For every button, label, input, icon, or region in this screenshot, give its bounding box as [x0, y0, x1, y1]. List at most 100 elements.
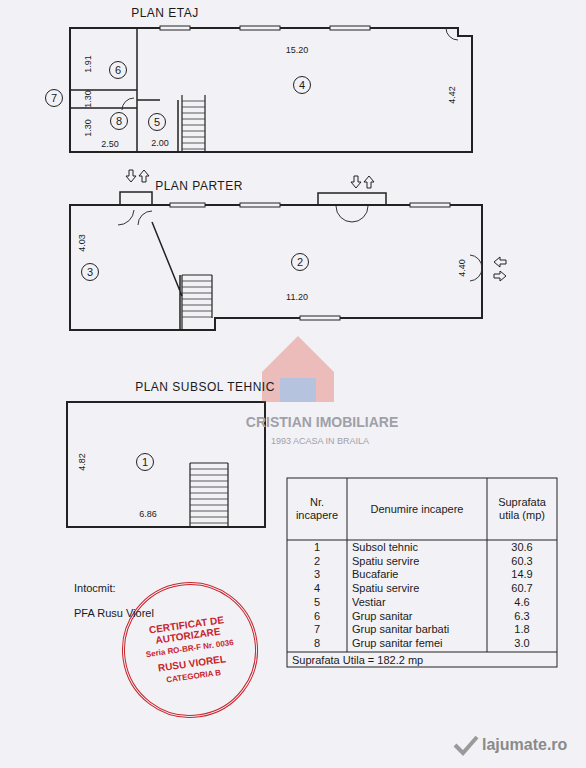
- room-number: 5: [148, 113, 166, 131]
- tread: [182, 149, 205, 150]
- table-grid: [287, 478, 557, 652]
- window: [300, 316, 340, 320]
- arrow-out: [364, 176, 374, 188]
- table-frame: [287, 478, 557, 667]
- floor-plan: PLAN PARTER32: [70, 205, 482, 330]
- tread: [190, 475, 228, 476]
- tread: [182, 119, 205, 120]
- arrow-out: [139, 170, 149, 182]
- ground-outline: [70, 205, 482, 330]
- table-cell: 3.0: [514, 637, 529, 650]
- tread: [182, 299, 212, 300]
- site-logo: [455, 737, 477, 753]
- table-total: Suprafata Utila = 182.2 mp: [292, 654, 423, 667]
- doors: [118, 28, 482, 281]
- watermark: CRISTIAN IMOBILIARE: [246, 414, 398, 430]
- table-cell: 14.9: [511, 568, 532, 581]
- table-cell: Spatiu servire: [352, 582, 419, 595]
- stair: [190, 463, 228, 527]
- room-number: 3: [87, 267, 93, 278]
- table-cell: 30.6: [511, 541, 532, 554]
- partition: [152, 222, 182, 330]
- tread: [182, 311, 212, 312]
- table-cell: Vestiar: [352, 595, 386, 608]
- tread: [190, 499, 228, 500]
- room-number: 1: [142, 457, 148, 468]
- tread: [182, 287, 212, 288]
- table-header: Denumire incapere: [357, 503, 477, 516]
- tread: [190, 511, 228, 512]
- table-cell: 7: [314, 623, 320, 636]
- table-cell: 3: [314, 568, 320, 581]
- room-number: 5: [154, 117, 160, 128]
- room-number: 4: [293, 76, 311, 94]
- table-cell: Bucafarie: [352, 568, 398, 581]
- room-number: 1: [136, 453, 154, 471]
- dimension: 1.30: [83, 90, 93, 108]
- partition: [70, 28, 178, 152]
- plan-title: PLAN SUBSOL TEHNIC: [135, 380, 275, 394]
- entry-arrows: [126, 170, 506, 281]
- table-cell: 1.8: [514, 623, 529, 636]
- dimension: 6.86: [139, 509, 157, 519]
- table-header: Suprafata utila (mp): [489, 496, 555, 521]
- tread: [182, 113, 205, 114]
- authorization-stamp: CERTIFICAT DE AUTORIZARESeria RO-BR-F Nr…: [113, 573, 267, 727]
- dimension: 4.03: [77, 234, 87, 252]
- table-cell: Grup sanitar: [352, 609, 413, 622]
- table-cell: Subsol tehnic: [352, 541, 418, 554]
- tread: [182, 137, 205, 138]
- floor-plan: PLAN ETAJ6458: [70, 28, 472, 152]
- stair: [182, 275, 212, 330]
- door-swing: [336, 206, 368, 222]
- tread: [190, 469, 228, 470]
- room-number: 7: [51, 93, 57, 104]
- tread: [182, 317, 212, 318]
- dimension: 11.20: [286, 292, 308, 302]
- window: [240, 26, 280, 30]
- arrow-in: [351, 176, 361, 188]
- plan-title: PLAN PARTER: [155, 179, 243, 193]
- plan-title: PLAN ETAJ: [131, 6, 199, 20]
- table-header: Nr. incapere: [289, 496, 345, 521]
- arrow-in: [126, 170, 136, 182]
- house-logo: [280, 378, 316, 402]
- table-cell: 60.7: [511, 582, 532, 595]
- window: [240, 203, 280, 207]
- table-cell: Grup sanitar barbati: [352, 623, 449, 636]
- window: [160, 26, 190, 30]
- table-cell: Grup sanitar femei: [352, 637, 442, 650]
- tread: [182, 305, 212, 306]
- arrow-out: [494, 271, 506, 281]
- table-cell: 1: [314, 541, 320, 554]
- tread: [182, 101, 205, 102]
- table-cell: 4.6: [514, 595, 529, 608]
- door-swing: [470, 255, 482, 281]
- note: Intocmit:: [74, 582, 116, 595]
- walls: [67, 28, 482, 527]
- dimension: 1.30: [83, 119, 93, 137]
- tread: [182, 143, 205, 144]
- tread: [190, 487, 228, 488]
- dimension: 15.20: [286, 45, 309, 55]
- stair-treads: [182, 101, 228, 523]
- room-number: 6: [109, 61, 127, 79]
- table-cell: 6: [314, 609, 320, 622]
- room-number: 3: [81, 263, 99, 281]
- basement-outline: [67, 402, 265, 527]
- table-cell: 5: [314, 595, 320, 608]
- room-number: 8: [116, 116, 122, 127]
- area-table: [287, 478, 557, 667]
- table-cell: 8: [314, 637, 320, 650]
- table-cell: 4: [314, 582, 320, 595]
- tread: [190, 481, 228, 482]
- watermark: 1993 ACASA IN BRAILA: [271, 436, 369, 446]
- room-number: 2: [291, 253, 309, 271]
- tread: [182, 293, 212, 294]
- table-cell: 60.3: [511, 554, 532, 567]
- watermark: lajumate.ro: [482, 736, 567, 754]
- note: PFA Rusu Viorel: [74, 607, 154, 620]
- room-number: 2: [297, 257, 303, 268]
- dimension: 4.82: [77, 453, 87, 471]
